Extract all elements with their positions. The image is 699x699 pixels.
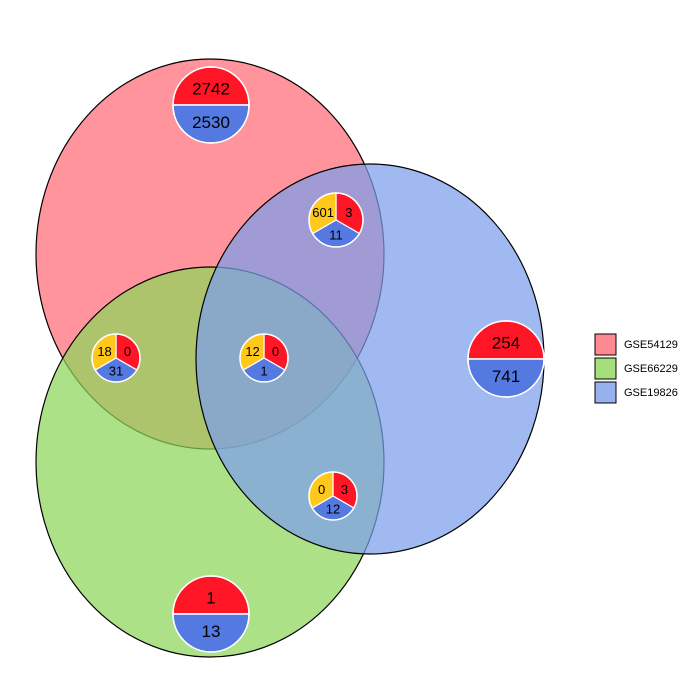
legend-label-gse19826: GSE19826 (624, 387, 678, 399)
label-up: 254 (492, 334, 520, 353)
region-pie-only-GSE19826: 254 741 (467, 320, 545, 398)
label-up: 3 (341, 482, 348, 497)
label-up: 3 (345, 205, 352, 220)
legend-swatch-gse54129 (594, 333, 617, 356)
legend-label-gse66229: GSE66229 (624, 363, 678, 375)
region-pie-GSE54129-GSE19826: 311 601 (308, 192, 364, 248)
legend-swatch-gse66229 (594, 357, 617, 380)
pie-outline (172, 575, 250, 653)
pie-outline (172, 66, 250, 144)
label-mixed: 12 (245, 344, 259, 359)
pie-outline (308, 192, 364, 248)
legend-swatch-gse19826 (594, 381, 617, 404)
label-down: 2530 (192, 113, 230, 132)
region-pie-only-GSE66229: 1 13 (172, 575, 250, 653)
label-down: 31 (109, 364, 123, 379)
label-down: 12 (326, 502, 340, 517)
region-pie-only-GSE54129: 2742 2530 (172, 66, 250, 144)
pie-outline (239, 333, 289, 383)
pie-outline (308, 471, 358, 521)
label-mixed: 18 (97, 344, 111, 359)
label-up: 0 (124, 344, 131, 359)
label-down: 741 (492, 367, 520, 386)
label-mixed: 601 (312, 205, 334, 220)
label-down: 11 (329, 227, 343, 242)
pie-outline (91, 333, 141, 383)
label-down: 1 (260, 364, 267, 379)
label-down: 13 (202, 622, 221, 641)
label-up: 1 (206, 589, 215, 608)
legend-label-gse54129: GSE54129 (624, 339, 678, 351)
label-mixed: 0 (318, 482, 325, 497)
pie-outline (467, 320, 545, 398)
label-up: 0 (272, 344, 279, 359)
region-pie-GSE54129-GSE66229: 031 18 (91, 333, 141, 383)
label-up: 2742 (192, 80, 230, 99)
